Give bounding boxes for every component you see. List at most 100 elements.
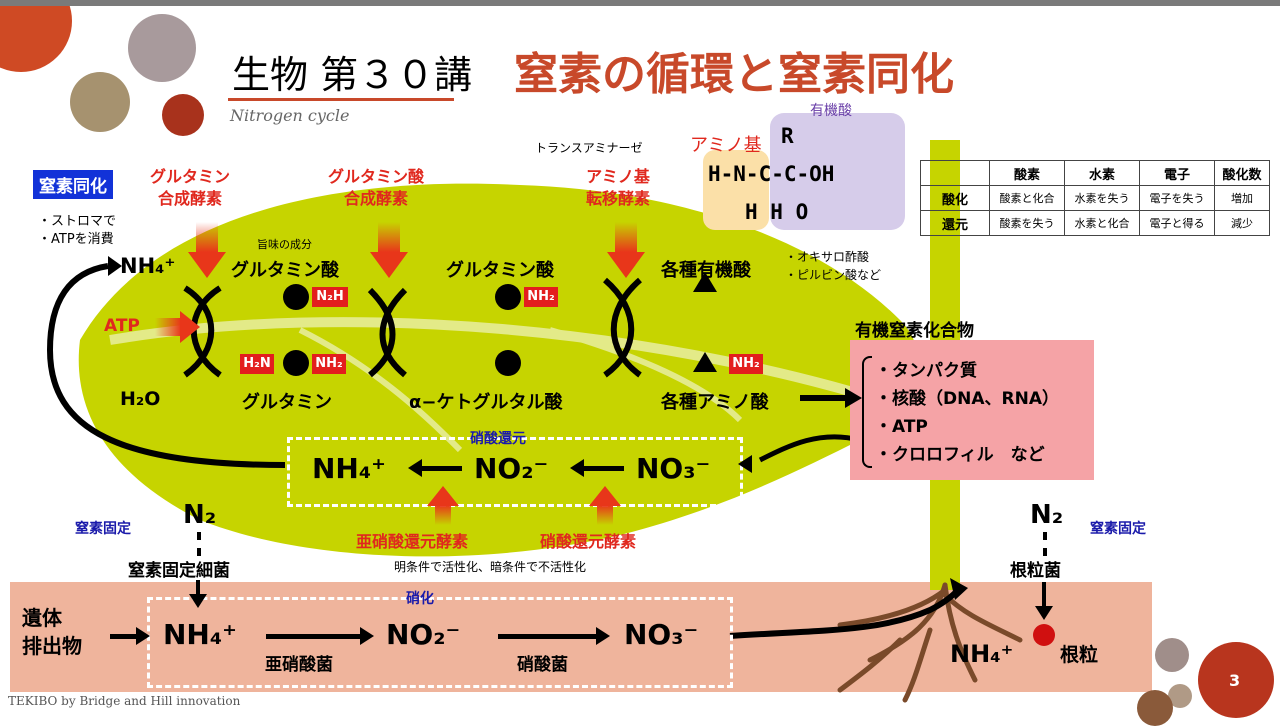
nitrate-enzyme-arrow: [589, 486, 621, 506]
organic-acids: 各種有機酸: [661, 260, 751, 281]
organic-item: ・タンパク質: [875, 361, 977, 381]
nh4-assimilation: NH₄⁺: [120, 254, 176, 278]
acid-example-2: ・ピルビン酸など: [785, 268, 882, 282]
leaf-vein: [549, 327, 743, 423]
redox-cell: 減少: [1213, 210, 1271, 236]
arrow-no2-to-no3-head: [596, 627, 610, 645]
arrow-no2-to-nh4: [418, 466, 462, 471]
n2-right: N₂: [1030, 500, 1064, 530]
enzyme-transaminase: アミノ基 転移酵素: [586, 167, 651, 208]
top-bar: [0, 0, 1280, 6]
nitrate-reductase: 硝酸還元酵素: [540, 532, 637, 551]
footer-credit: TEKIBO by Bridge and Hill innovation: [8, 694, 241, 708]
h2o-label: H₂O: [120, 388, 161, 410]
organic-brace: [862, 356, 872, 468]
organic-item: ・クロロフィル など: [875, 445, 1045, 465]
arrow-nh4-to-no2: [266, 634, 362, 639]
leaf-stalk: [758, 434, 861, 463]
fixing-bacteria: 窒素固定細菌: [128, 561, 230, 581]
redox-cell: 還元: [920, 210, 990, 236]
organic-nitrogen-box: [850, 340, 1094, 480]
redox-cell: 水素を失う: [1063, 185, 1140, 211]
soil-no2: NO₂⁻: [386, 618, 461, 651]
decor-circle-red: [162, 94, 204, 136]
nitrate-enzyme-arrow-tail: [597, 505, 613, 525]
nitrogen-fixation-left: 窒素固定: [75, 521, 131, 537]
amino-acid-triangle: [693, 352, 717, 372]
arrow-no2-to-no3: [498, 634, 598, 639]
redox-cell: 電子と得る: [1138, 210, 1215, 236]
page-title: 窒素の循環と窒素同化: [514, 49, 954, 100]
light-note: 明条件で活性化、暗条件で不活性化: [394, 560, 587, 574]
ketoglutarate-label: α−ケトグルタル酸: [409, 392, 563, 413]
redox-header-cell: [920, 160, 990, 186]
redox-cell: 電子を失う: [1138, 185, 1215, 211]
atp-note: ・ATPを消費: [38, 232, 114, 247]
enzyme-arrow-transaminase: [615, 222, 637, 252]
nitrate-reduction-no2: NO₂⁻: [474, 452, 549, 485]
structure-bottom: H H O: [745, 200, 809, 224]
structure-r: R: [781, 124, 794, 148]
remains-label: 遺体 排出物: [22, 606, 82, 658]
arrow-no2-to-nh4-head: [408, 459, 422, 477]
redox-cell: 酸素を失う: [989, 210, 1065, 236]
decor-circle-footer-brown: [1137, 690, 1173, 726]
molecule-dot: [283, 284, 309, 310]
nitrate-reduction-label: 硝酸還元: [470, 431, 526, 447]
decor-circle-footer-gray: [1155, 638, 1189, 672]
redox-cell: 水素と化合: [1063, 210, 1140, 236]
enzyme-arrow-gs-head: [188, 252, 226, 278]
atp-arrow-head: [180, 311, 200, 343]
enzyme-arrow-gogat-head: [370, 252, 408, 278]
title-prefix: 生物 第３０講: [232, 53, 473, 97]
nitrate-bacteria: 硝酸菌: [517, 655, 568, 675]
decor-circle-gray: [128, 14, 196, 82]
enzyme-arrow-transaminase-head: [607, 252, 645, 278]
page-number-circle: [1198, 642, 1274, 718]
nitrite-enzyme-arrow: [427, 486, 459, 506]
tag-nh2-glutamine: NH₂: [312, 354, 346, 374]
enzyme-arrow-gogat: [378, 222, 400, 252]
organic-nitrogen-title: 有機窒素化合物: [855, 321, 974, 341]
organic-item: ・核酸（DNA、RNA）: [875, 389, 1059, 409]
arrow-stalk-to-no3-head: [738, 455, 752, 473]
molecule-dot: [283, 350, 309, 376]
enzyme-glutamine-synthetase: グルタミン 合成酵素: [150, 167, 231, 208]
nitrification-label: 硝化: [406, 591, 434, 607]
arrowheads: [108, 256, 968, 600]
remains-arrow-head: [136, 627, 150, 645]
organic-item: ・ATP: [875, 417, 928, 437]
redox-header-cell: 電子: [1138, 160, 1215, 186]
nitrite-reductase: 亜硝酸還元酵素: [356, 532, 469, 551]
nitrogen-fixation-right: 窒素固定: [1090, 521, 1146, 537]
transaminase-label: トランスアミナーゼ: [535, 141, 643, 155]
n2-right-dash: [1043, 532, 1047, 556]
organic-acid-triangle: [693, 272, 717, 292]
nodule-label: 根粒: [1060, 644, 1099, 666]
assimilation-label: 窒素同化: [33, 170, 113, 199]
arrow-nh4-to-no2-head: [360, 627, 374, 645]
glutamate-1: グルタミン酸: [231, 260, 339, 281]
remains-arrow: [110, 634, 138, 639]
decor-circle-tan: [70, 72, 130, 132]
n2-left-dash: [197, 532, 201, 556]
nitrate-reduction-no3: NO₃⁻: [636, 452, 711, 485]
tag-n2h: N₂H: [312, 287, 348, 307]
redox-row-reduction: 還元 酸素を失う 水素と化合 電子と得る 減少: [920, 210, 1271, 236]
leaf-vein: [109, 317, 882, 405]
redox-header-cell: 酸化数: [1213, 160, 1271, 186]
amino-acids-label: 各種アミノ酸: [661, 392, 769, 413]
redox-cell: 酸素と化合: [989, 185, 1065, 211]
redox-table: 酸素 水素 電子 酸化数 酸化 酸素と化合 水素を失う 電子を失う 増加 還元 …: [920, 160, 1271, 236]
enzyme-glutamate-synthase: グルタミン酸 合成酵素: [328, 167, 425, 208]
redox-header-cell: 水素: [1063, 160, 1140, 186]
tag-nh2-glutamate: NH₂: [524, 287, 558, 307]
structure-backbone: H-N-C-C-OH: [708, 162, 835, 186]
glutamine-label: グルタミン: [242, 392, 332, 413]
stroma-note: ・ストロマで: [38, 214, 117, 229]
amino-group-box: [703, 150, 769, 230]
n2-left: N₂: [183, 500, 217, 530]
arrow-no3-to-no2: [580, 466, 624, 471]
page-number: 3: [1229, 671, 1241, 690]
tag-nh2-amino: NH₂: [729, 354, 763, 374]
